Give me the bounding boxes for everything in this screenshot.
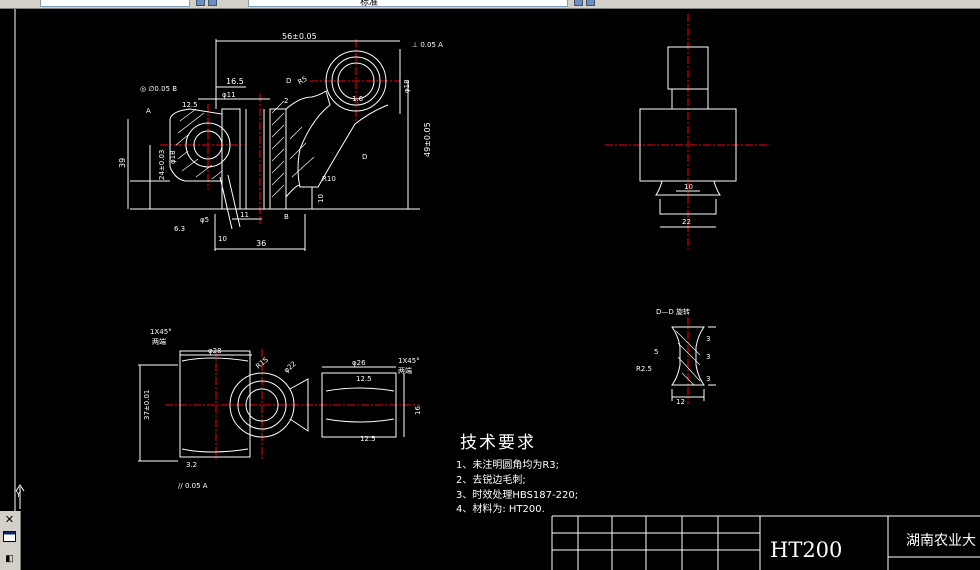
section-dim-3a: 3 [706, 335, 710, 343]
side-dim-10: 10 [684, 183, 693, 191]
section-dim-12: 12 [676, 398, 685, 406]
toolbar-combo-left[interactable] [40, 0, 190, 7]
tech-note-1: 1、未注明圆角均为R3; [456, 460, 560, 471]
tech-note-2: 2、去锐边毛刺; [456, 475, 526, 486]
top-dim-1x45-left: 1X45° [150, 328, 172, 336]
roughness-12-5: 12.5 [182, 101, 198, 109]
layer-combo[interactable] [248, 0, 568, 7]
section-mark-d: D [286, 77, 291, 85]
ucs-y-label: Y [15, 490, 21, 499]
section-dim-5: 5 [654, 348, 658, 356]
section-dim-3b: 3 [706, 353, 710, 361]
dim-phi11: φ11 [222, 91, 236, 99]
section-dim-3c: 3 [706, 375, 710, 383]
layer-prev-icon[interactable] [574, 0, 583, 6]
section-mark-d2: D [362, 153, 367, 161]
datum-a: A [146, 107, 151, 115]
side-view [605, 14, 770, 249]
top-roughness-3-2: 3.2 [186, 461, 197, 469]
top-dim-16: 16 [414, 406, 422, 415]
close-icon[interactable]: ✕ [4, 514, 15, 526]
top-note-both-right: 两端 [398, 366, 412, 375]
dim-36: 36 [256, 239, 266, 248]
top-dim-phi26: φ26 [352, 359, 366, 367]
side-dim-22: 22 [682, 218, 691, 226]
main-view [127, 39, 420, 251]
top-geometric-tolerance: // 0.05 A [178, 482, 208, 490]
dim-phi5: φ5 [200, 216, 209, 224]
top-note-both-left: 两端 [152, 337, 166, 346]
geometric-tolerance-top: ⊥ 0.05 A [412, 41, 443, 49]
palette-label-icon: ◧ [5, 553, 14, 563]
top-dim-37: 37±0.01 [143, 390, 151, 420]
title-block [551, 515, 980, 570]
toolbar-layer-label: 标准 [360, 0, 379, 7]
title-block-school: 湖南农业大 [906, 533, 976, 549]
dim-r5: R5 [297, 75, 309, 87]
datum-b: B [284, 213, 289, 221]
layer-state-icon[interactable] [208, 0, 217, 6]
top-roughness-12-5b: 12.5 [360, 435, 376, 443]
command-palette-strip: ✕ ◧ [0, 511, 21, 570]
dim-phi18-left: φ18 [169, 150, 177, 164]
ucs-icon [15, 484, 25, 509]
geometric-tolerance-left: ◎ ∅0.05 B [140, 85, 177, 93]
dim-10: 10 [317, 194, 325, 203]
dim-10b: 10 [218, 235, 227, 243]
top-dim-1x45-right: 1X45° [398, 357, 420, 365]
top-view [138, 349, 420, 462]
dim-phi18-top: φ18 [403, 79, 411, 93]
dim-11: 11 [240, 211, 249, 219]
dim-r10: R10 [322, 175, 336, 183]
dim-56: 56±0.05 [282, 32, 317, 41]
dim-49: 49±0.05 [423, 122, 432, 157]
roughness-1-6: 1.6 [352, 95, 364, 103]
layer-next-icon[interactable] [586, 0, 595, 6]
tech-requirements-title: 技术要求 [460, 433, 536, 453]
top-dim-phi28: φ28 [208, 347, 222, 355]
dim-39: 39 [118, 158, 127, 168]
section-dim-r2-5: R2.5 [636, 365, 652, 373]
tech-note-3: 3、时效处理HBS187-220; [456, 490, 579, 501]
section-view [671, 317, 716, 404]
window-icon[interactable] [2, 531, 17, 546]
title-block-material: HT200 [770, 538, 843, 562]
toolbar: 标准 [0, 0, 980, 9]
top-dim-phi22: φ22 [282, 360, 298, 375]
section-title: D—D 旋转 [656, 307, 690, 316]
drawing-canvas[interactable]: Y [0, 9, 980, 570]
top-roughness-12-5a: 12.5 [356, 375, 372, 383]
tech-note-4: 4、材料为: HT200. [456, 504, 545, 515]
dim-24: 24±0.03 [158, 150, 166, 180]
dim-16-5: 16.5 [226, 77, 244, 86]
dim-2: 2 [284, 97, 288, 105]
layer-icon[interactable] [196, 0, 205, 6]
roughness-6-3: 6.3 [174, 225, 185, 233]
